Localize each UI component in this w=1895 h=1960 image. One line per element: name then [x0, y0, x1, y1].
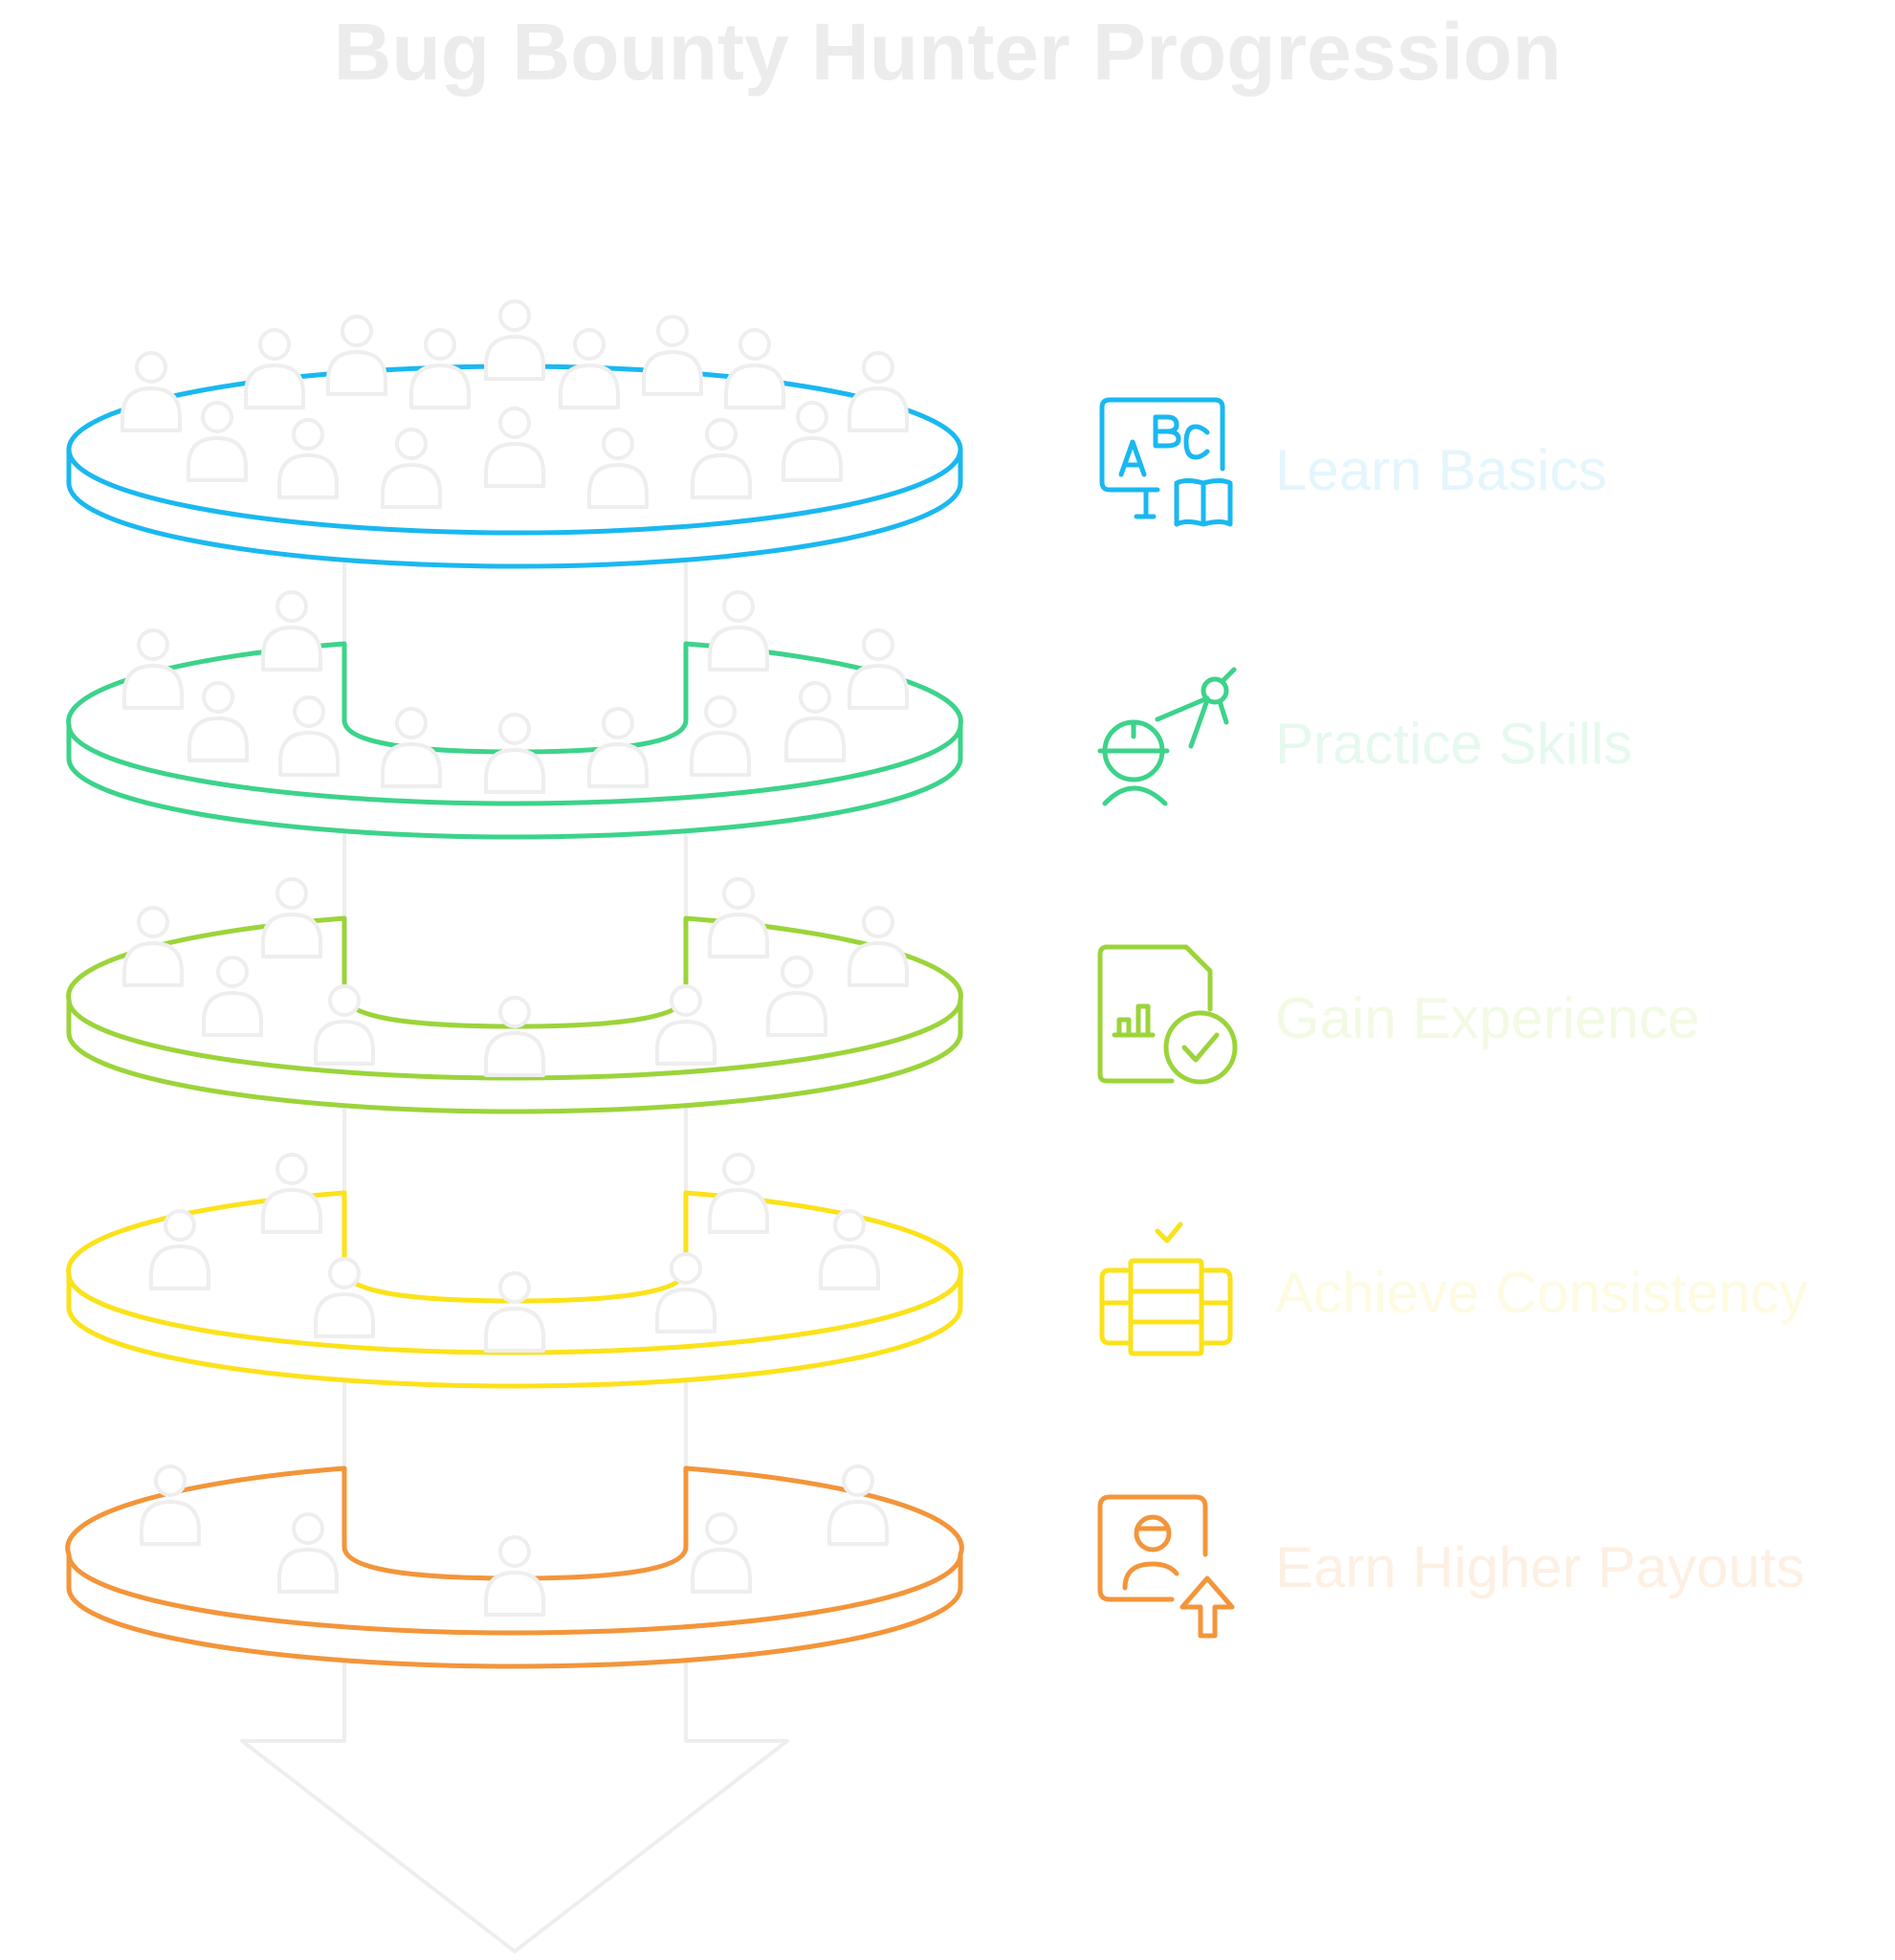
abc-book-icon: [1099, 397, 1233, 527]
person-icon: [244, 328, 305, 409]
stage-disc-3: [66, 877, 963, 1114]
person-icon: [708, 590, 769, 672]
down-arrow-shape: [240, 536, 789, 1953]
person-icon: [848, 351, 909, 432]
person-icon: [708, 877, 769, 958]
person-icon: [708, 1153, 769, 1234]
person-icon: [827, 1464, 889, 1546]
person-icon: [484, 299, 545, 381]
person-icon: [381, 707, 442, 788]
person-icon: [122, 628, 184, 710]
person-icon: [261, 590, 322, 672]
stage-disc-5: [65, 1464, 964, 1669]
person-icon: [326, 315, 387, 396]
stacked-check-icon: [1099, 1222, 1233, 1356]
step-label-gain-experience: Gain Experience: [1275, 986, 1700, 1050]
step-label-earn-higher-payouts: Earn Higher Payouts: [1275, 1535, 1805, 1599]
person-icon: [140, 1464, 201, 1546]
page-title: Bug Bounty Hunter Progression: [333, 7, 1562, 97]
person-icon: [484, 1535, 545, 1617]
stage-disc-4: [66, 1153, 963, 1389]
stage-disc-1: [66, 299, 963, 569]
step-label-practice-skills: Practice Skills: [1275, 712, 1633, 776]
step-label-learn-basics: Learn Basics: [1275, 438, 1607, 502]
person-icon: [122, 906, 184, 987]
person-icon: [121, 351, 182, 432]
person-icon: [261, 877, 322, 958]
person-icon: [848, 906, 909, 987]
stage-disc-2: [66, 590, 963, 840]
person-icon: [559, 328, 620, 409]
person-icon: [848, 628, 909, 710]
report-check-icon: [1097, 944, 1238, 1085]
person-icon: [587, 707, 649, 788]
person-icon: [642, 315, 703, 396]
worker-compass-icon: [1097, 667, 1237, 806]
person-icon: [724, 328, 785, 409]
person-icon: [409, 328, 471, 409]
person-upgrade-icon: [1097, 1494, 1235, 1639]
person-icon: [261, 1153, 322, 1234]
step-label-achieve-consistency: Achieve Consistency: [1275, 1261, 1808, 1325]
